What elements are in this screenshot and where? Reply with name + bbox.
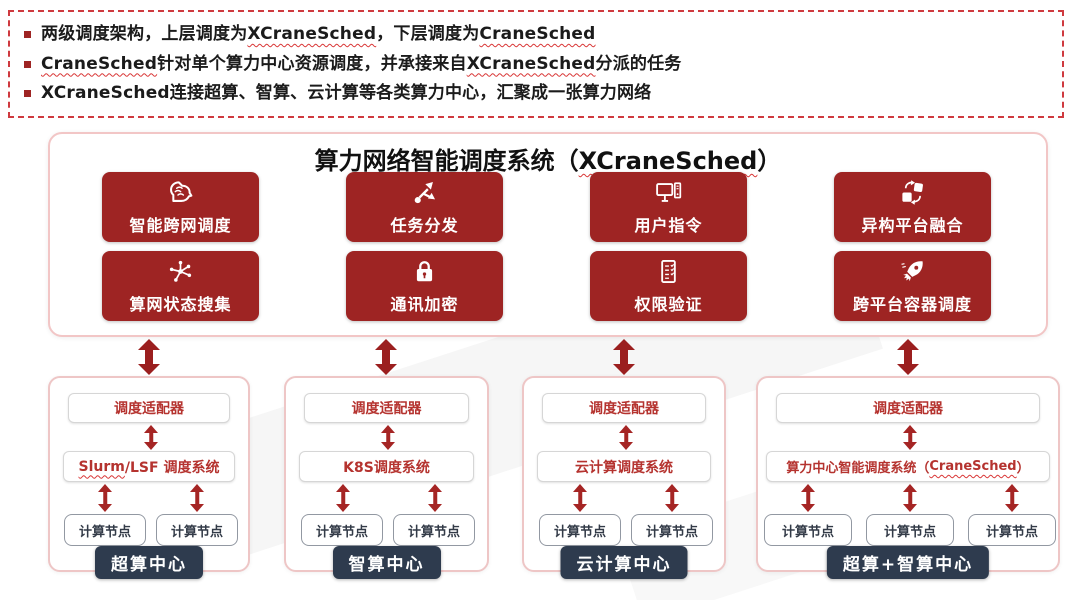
- system-node-arrow: [428, 484, 442, 512]
- bullet-text: CraneSched针对单个算力中心资源调度，并承接来自XCraneSched分…: [41, 53, 682, 74]
- scheduler-system-box: 算力中心智能调度系统（CraneSched）: [766, 451, 1050, 482]
- network-nodes-icon: [167, 258, 194, 286]
- rocket-icon: [899, 258, 926, 286]
- compute-node-box: 计算节点: [393, 514, 475, 546]
- center-label: 超算+智算中心: [826, 546, 990, 579]
- compute-node-box: 计算节点: [631, 514, 713, 546]
- bullet-line-1: 两级调度架构，上层调度为XCraneSched，下层调度为CraneSched: [24, 23, 1048, 46]
- scheduler-adapter-box: 调度适配器: [776, 393, 1040, 423]
- feature-label: 权限验证: [634, 294, 703, 314]
- feature-label: 算网状态搜集: [129, 294, 232, 314]
- center-label: 云计算中心: [560, 546, 688, 579]
- compute-node-box: 计算节点: [539, 514, 621, 546]
- feature-task-dispatch: 任务分发: [346, 172, 503, 242]
- compute-node-box: 计算节点: [866, 514, 954, 546]
- compute-node-box: 计算节点: [968, 514, 1056, 546]
- adapter-system-arrow: [381, 425, 395, 450]
- adapter-system-arrow: [903, 425, 917, 450]
- center-cloud-computing: 调度适配器 云计算调度系统 计算节点 计算节点 云计算中心: [522, 376, 726, 579]
- panel-title: 算力网络智能调度系统（XCraneSched）: [314, 147, 782, 175]
- feature-user-commands: 用户指令: [590, 172, 747, 242]
- scheduler-system-box: 云计算调度系统: [537, 451, 711, 482]
- system-node-arrow: [573, 484, 587, 512]
- bullet-text: 两级调度架构，上层调度为XCraneSched，下层调度为CraneSched: [41, 23, 596, 44]
- desktop-icon: [655, 179, 682, 207]
- center-supercomputing: 调度适配器 Slurm/LSF 调度系统 计算节点 计算节点 超算中心: [48, 376, 250, 579]
- connector-arrow-supercomputing: [138, 339, 160, 375]
- feature-intelligent-cross-network-scheduling: 智能跨网调度: [102, 172, 259, 242]
- compute-node-box: 计算节点: [64, 514, 146, 546]
- bullet-line-3: XCraneSched连接超算、智算、云计算等各类算力中心，汇聚成一张算力网络: [24, 82, 1048, 105]
- bullet-square-icon: [24, 30, 31, 38]
- scheduler-adapter-box: 调度适配器: [68, 393, 230, 423]
- feature-communication-encryption: 通讯加密: [346, 251, 503, 321]
- scheduler-adapter-box: 调度适配器: [304, 393, 469, 423]
- feature-label: 任务分发: [390, 215, 459, 235]
- adapter-system-arrow: [144, 425, 158, 450]
- feature-heterogeneous-platform-fusion: 异构平台融合: [834, 172, 991, 242]
- feature-label: 智能跨网调度: [129, 215, 232, 235]
- feature-label: 跨平台容器调度: [852, 294, 972, 314]
- lock-icon: [411, 258, 438, 286]
- bullet-line-2: CraneSched针对单个算力中心资源调度，并承接来自XCraneSched分…: [24, 53, 1048, 76]
- feature-label: 通讯加密: [390, 294, 459, 314]
- bullet-square-icon: [24, 60, 31, 68]
- center-label: 智算中心: [332, 546, 441, 579]
- center-label: 超算中心: [95, 546, 203, 579]
- bullet-text: XCraneSched连接超算、智算、云计算等各类算力中心，汇聚成一张算力网络: [41, 83, 652, 104]
- connector-arrow-hybrid-center: [897, 339, 919, 375]
- feature-permission-verification: 权限验证: [590, 251, 747, 321]
- center-ai-computing: 调度适配器 K8S调度系统 计算节点 计算节点 智算中心: [284, 376, 489, 579]
- feature-network-status-collection: 算网状态搜集: [102, 251, 259, 321]
- system-node-arrow: [336, 484, 350, 512]
- compute-node-box: 计算节点: [301, 514, 383, 546]
- compute-node-box: 计算节点: [156, 514, 238, 546]
- bullet-square-icon: [24, 90, 31, 98]
- puzzle-fusion-icon: [899, 179, 926, 207]
- system-node-arrow: [801, 484, 815, 512]
- summary-panel: 两级调度架构，上层调度为XCraneSched，下层调度为CraneSched …: [8, 10, 1064, 118]
- connector-arrow-cloud-computing: [613, 339, 635, 375]
- system-node-arrow: [1005, 484, 1019, 512]
- checklist-icon: [655, 258, 682, 286]
- xcranesched-panel: 算力网络智能调度系统（XCraneSched） 智能跨网调度 任务分发 用户指令: [48, 132, 1048, 337]
- brain-icon: [167, 179, 194, 207]
- system-node-arrow: [190, 484, 204, 512]
- compute-node-box: 计算节点: [764, 514, 852, 546]
- feature-label: 异构平台融合: [861, 215, 964, 235]
- branch-arrows-icon: [411, 179, 438, 207]
- system-node-arrow: [98, 484, 112, 512]
- feature-cross-platform-container-scheduling: 跨平台容器调度: [834, 251, 991, 321]
- scheduler-adapter-box: 调度适配器: [542, 393, 706, 423]
- feature-label: 用户指令: [634, 215, 703, 235]
- adapter-system-arrow: [619, 425, 633, 450]
- features-grid: 智能跨网调度 任务分发 用户指令 异构平台融合: [102, 172, 991, 321]
- system-node-arrow: [903, 484, 917, 512]
- system-node-arrow: [665, 484, 679, 512]
- scheduler-system-box: Slurm/LSF 调度系统: [63, 451, 235, 482]
- scheduler-system-box: K8S调度系统: [299, 451, 474, 482]
- center-hybrid: 调度适配器 算力中心智能调度系统（CraneSched） 计算节点 计算节点 计…: [756, 376, 1060, 579]
- connector-arrow-ai-computing: [375, 339, 397, 375]
